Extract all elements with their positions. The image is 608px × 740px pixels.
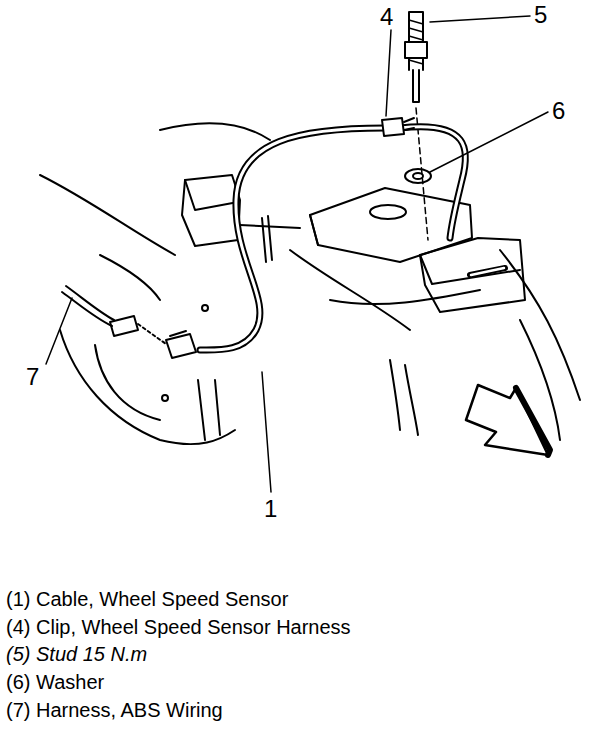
parts-key-line: (5) Stud 15 N.m: [6, 643, 147, 665]
parts-key-line: (4) Clip, Wheel Speed Sensor Harness: [6, 616, 351, 638]
bracket: [182, 175, 240, 246]
bolt-hole: [162, 395, 168, 401]
sensor-cable: [400, 127, 466, 238]
connector: [170, 331, 186, 336]
leader-line: [430, 112, 548, 172]
callout-number: 6: [552, 98, 565, 124]
body-line: [100, 255, 160, 300]
bracket-slot: [471, 268, 504, 275]
mount-plate: [310, 188, 472, 262]
bracket: [185, 180, 238, 210]
bracket: [420, 255, 520, 284]
mount-plate: [310, 215, 318, 245]
sensor-cable: [200, 128, 385, 350]
abs-harness: [66, 286, 114, 320]
body-line: [160, 123, 270, 140]
bracket: [420, 238, 525, 312]
stud-tip: [413, 70, 419, 102]
callout-number: 5: [534, 2, 547, 28]
body-line: [215, 380, 220, 435]
callout-number: 7: [26, 364, 39, 390]
body-line: [405, 365, 418, 435]
body-line: [198, 380, 205, 440]
leader-line: [262, 372, 271, 492]
leader-line: [386, 30, 391, 116]
connector: [166, 334, 196, 358]
bracket-slot: [470, 268, 505, 275]
harness-clip: [382, 118, 404, 136]
parts-key-line: (7) Harness, ABS Wiring: [6, 699, 223, 721]
harness-clip: [404, 118, 414, 130]
bolt-hole: [202, 305, 208, 311]
callout-number: 1: [264, 496, 277, 522]
mount-hole: [370, 205, 406, 219]
washer: [405, 169, 431, 183]
body-line: [330, 290, 480, 304]
direction-arrow: [516, 388, 550, 455]
body-line: [500, 250, 580, 400]
parts-key-line: (1) Cable, Wheel Speed Sensor: [6, 588, 288, 610]
parts-key-line: (6) Washer: [6, 671, 104, 693]
leader-line: [430, 16, 530, 22]
bracket-slot: [268, 216, 272, 260]
body-line: [390, 360, 400, 430]
bracket: [240, 225, 300, 228]
stud-hex: [405, 42, 427, 58]
sensor-cable: [400, 127, 466, 238]
body-line: [40, 175, 175, 255]
washer: [413, 173, 423, 179]
body-line: [290, 250, 410, 330]
mate-line: [138, 324, 166, 344]
abs-harness: [62, 292, 112, 326]
leader-line: [46, 298, 72, 364]
callout-number: 4: [380, 4, 393, 30]
sensor-cable: [200, 128, 385, 350]
bracket-slot: [262, 218, 266, 262]
body-line: [95, 345, 160, 420]
